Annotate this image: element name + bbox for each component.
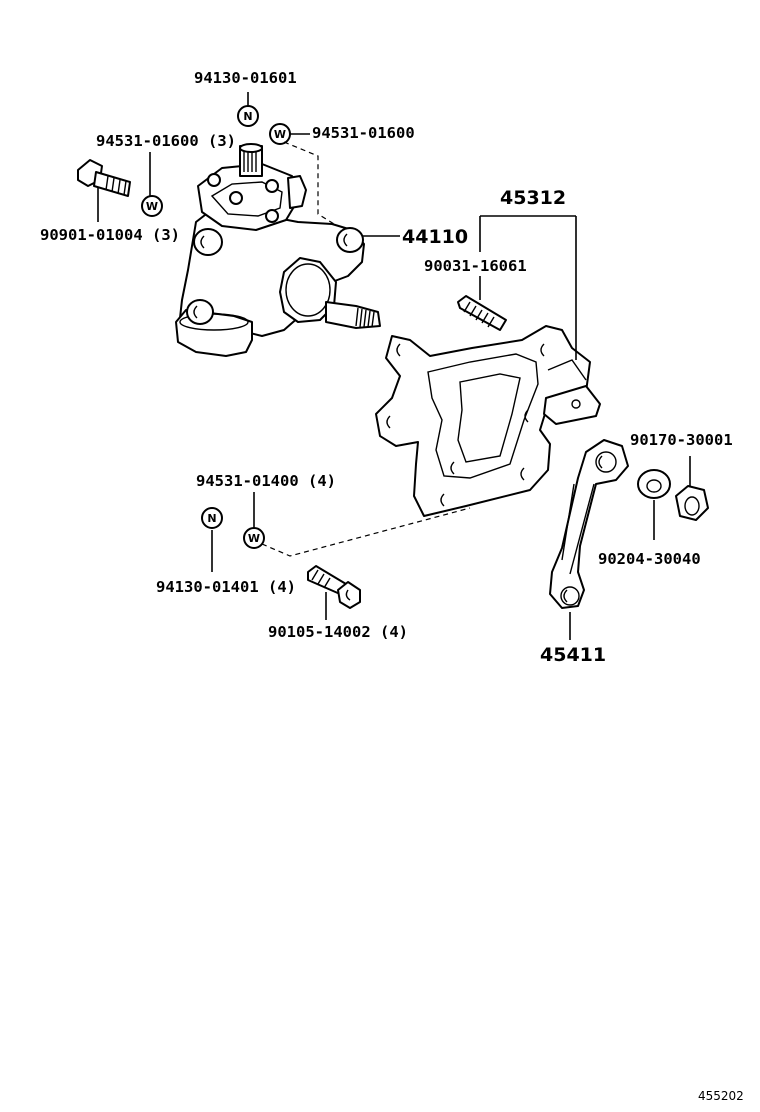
spring-washer-upper: W — [269, 123, 291, 145]
nut-lower: N — [201, 507, 223, 529]
label-90204-30040: 90204-30040 — [598, 550, 701, 568]
washer-symbol: W — [248, 532, 260, 545]
figure-id: 455202 — [698, 1089, 744, 1103]
label-94531-01600-3: 94531-01600 (3) — [96, 132, 236, 150]
label-94531-01400-4: 94531-01400 (4) — [196, 472, 336, 490]
bracket-stud — [457, 295, 507, 331]
bracket-mounting-bolt — [307, 565, 361, 609]
washer-symbol: W — [274, 128, 286, 141]
label-90170-30001: 90170-30001 — [630, 431, 733, 449]
spring-washer-upper-left: W — [141, 195, 163, 217]
pitman-arm — [549, 439, 629, 609]
label-45411: 45411 — [540, 644, 606, 666]
label-94531-01600: 94531-01600 — [312, 124, 415, 142]
washer-symbol: W — [146, 200, 158, 213]
nut-symbol: N — [207, 512, 216, 525]
housing-mounting-bolt — [77, 159, 131, 197]
nut-symbol: N — [243, 110, 252, 123]
label-44110: 44110 — [402, 226, 468, 248]
label-94130-01401-4: 94130-01401 (4) — [156, 578, 296, 596]
pitman-arm-nut — [675, 485, 709, 521]
label-90031-16061: 90031-16061 — [424, 257, 527, 275]
label-90901-01004-3: 90901-01004 (3) — [40, 226, 180, 244]
spring-washer-lower: W — [243, 527, 265, 549]
label-90105-14002-4: 90105-14002 (4) — [268, 623, 408, 641]
lock-washer — [637, 469, 671, 499]
label-45312: 45312 — [500, 187, 566, 209]
label-94130-01601: 94130-01601 — [194, 69, 297, 87]
steering-gear-housing — [175, 143, 381, 357]
nut-upper: N — [237, 105, 259, 127]
steering-gear-bracket — [375, 325, 601, 517]
